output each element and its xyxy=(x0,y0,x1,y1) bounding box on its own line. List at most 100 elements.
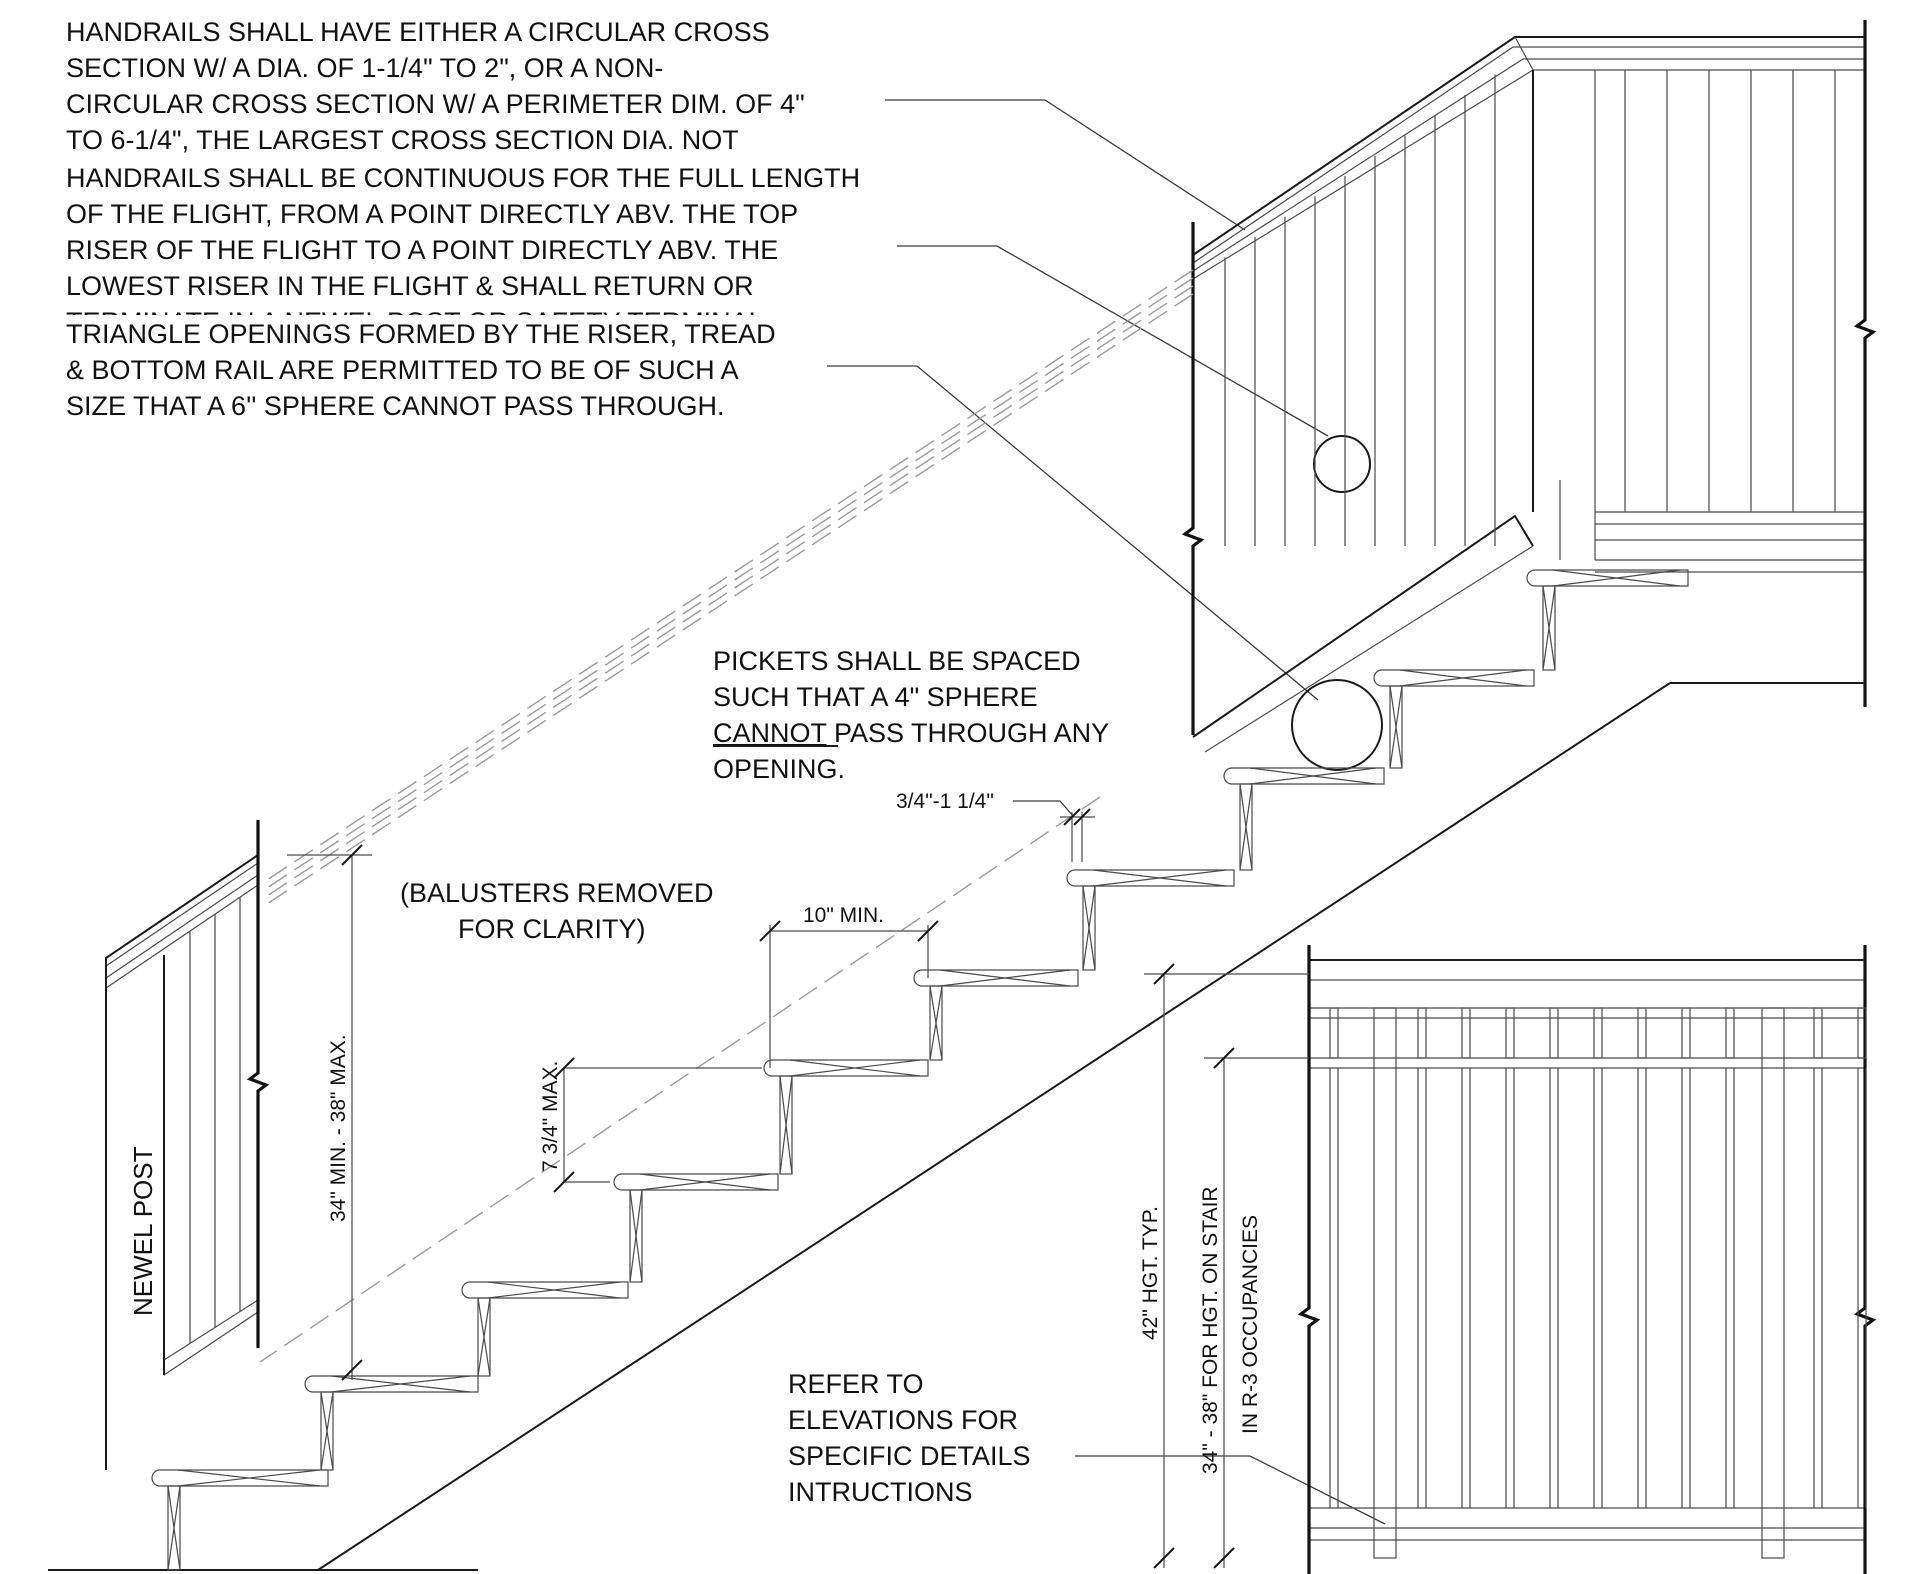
stair-riser xyxy=(929,985,943,1061)
note-line: CANNOT PASS THROUGH ANY xyxy=(713,718,1109,748)
guard-elevation xyxy=(1297,945,1877,1574)
break-line-right xyxy=(1853,20,1877,707)
lower-guard-rail xyxy=(105,820,270,1470)
note-line: SIZE THAT A 6'' SPHERE CANNOT PASS THROU… xyxy=(66,391,724,421)
leader-nosing xyxy=(1013,800,1075,818)
bottom-rail-line xyxy=(1204,545,1534,753)
stair-riser xyxy=(1389,685,1403,769)
stair-tread xyxy=(1373,669,1535,687)
top-rail-miter xyxy=(1514,36,1534,71)
label-newel-post: NEWEL POST xyxy=(128,1146,158,1316)
stair-tread xyxy=(304,1375,479,1393)
dim-tread-depth: 10" MIN. xyxy=(759,904,939,1068)
elev-top-picket xyxy=(1329,1007,1339,1059)
elev-top-picket xyxy=(1505,1007,1515,1059)
sphere-6in-circle xyxy=(1291,679,1383,771)
note-line: PICKETS SHALL BE SPACED xyxy=(713,646,1081,676)
elev-top-picket xyxy=(1813,1007,1823,1059)
note-line: OPENING. xyxy=(713,754,845,784)
bottom-rail-upper xyxy=(1192,514,1534,738)
leader-refer-to xyxy=(1075,1455,1386,1525)
lower-bottom-rail xyxy=(163,1311,259,1376)
note-line: INTRUCTIONS xyxy=(788,1477,973,1507)
elev-top-picket xyxy=(1857,1007,1867,1059)
top-rail-line xyxy=(1192,46,1865,264)
note-line: TERMINATE IN A NEWEL POST OR SAFETY TERM… xyxy=(66,307,764,337)
dim-tick xyxy=(1153,1547,1175,1569)
elev-top-picket xyxy=(1593,1007,1603,1059)
stair-tread xyxy=(461,1281,629,1299)
dim-tick xyxy=(1073,808,1091,826)
dim-nosing: 3/4"-1 1/4" xyxy=(896,790,1095,862)
stringer-line xyxy=(317,682,1671,1571)
elev-top-picket xyxy=(1725,1007,1735,1059)
tread-hatch xyxy=(639,1173,771,1191)
dim-label-tread-depth: 10" MIN. xyxy=(803,904,884,927)
dashed-handrail-projection xyxy=(259,269,1194,1363)
elev-top-picket xyxy=(1417,1007,1427,1059)
note-underlined-word: CANNOT xyxy=(713,718,827,748)
riser-hatch xyxy=(477,1297,491,1377)
note-line: (BALUSTERS REMOVED xyxy=(400,878,714,908)
riser-hatch xyxy=(1239,783,1253,871)
riser-hatch xyxy=(629,1189,643,1283)
note-line: SUCH THAT A 4" SPHERE xyxy=(713,682,1038,712)
stair-tread xyxy=(763,1059,929,1077)
note-line: & BOTTOM RAIL ARE PERMITTED TO BE OF SUC… xyxy=(66,355,739,385)
tread-hatch xyxy=(177,1469,321,1487)
lower-top-rail-line xyxy=(105,862,259,967)
dim-tick xyxy=(1213,1047,1235,1069)
note-line: REFER TO xyxy=(788,1369,924,1399)
leader-handrail-continuous xyxy=(897,245,1329,437)
dim-label-stair-guard-height: 34" - 38" FOR HGT. ON STAIR xyxy=(1199,1186,1222,1474)
note-line: SECTION W/ A DIA. OF 1-1/4" TO 2", OR A … xyxy=(66,53,663,83)
dashed-bottom-rail xyxy=(259,796,1101,1363)
elev-post xyxy=(1761,1007,1785,1559)
elev-top-picket xyxy=(1549,1007,1559,1059)
note-line: FOR CLARITY) xyxy=(458,914,646,944)
tread-hatch xyxy=(789,1059,921,1077)
elev-post xyxy=(1373,1007,1397,1559)
note-handrail-continuous: HANDRAILS SHALL BE CONTINUOUS FOR THE FU… xyxy=(66,163,860,337)
note-balusters-removed: (BALUSTERS REMOVED FOR CLARITY) xyxy=(400,878,714,944)
dim-stair-guard-height: 34" - 38" FOR HGT. ON STAIR IN R-3 OCCUP… xyxy=(1199,1047,1309,1569)
break-line-left xyxy=(1181,222,1205,735)
tread-hatch xyxy=(1249,767,1377,785)
dim-label-nosing: 3/4"-1 1/4" xyxy=(896,790,994,813)
elev-break-line-left xyxy=(1297,945,1321,1574)
tread-hatch xyxy=(487,1281,621,1299)
dim-label-guard-height: 42" HGT. TYP. xyxy=(1139,1206,1162,1340)
dim-tick xyxy=(341,844,363,866)
dim-tick xyxy=(917,920,939,942)
sphere-4in-circle xyxy=(1313,435,1371,493)
lower-top-rail-line xyxy=(105,884,259,989)
note-line: RISER OF THE FLIGHT TO A POINT DIRECTLY … xyxy=(66,235,778,265)
dashed-rail-line xyxy=(266,293,1194,905)
dim-label-handrail-height: 34" MIN. - 38" MAX. xyxy=(327,1034,350,1222)
note-line: OF THE FLIGHT, FROM A POINT DIRECTLY ABV… xyxy=(66,199,798,229)
elev-top-picket xyxy=(1637,1007,1647,1059)
lower-pickets-group xyxy=(189,897,241,1344)
tread-hatch xyxy=(330,1375,471,1393)
elev-break-line-right xyxy=(1853,945,1877,1574)
note-line: CIRCULAR CROSS SECTION W/ A PERIMETER DI… xyxy=(66,89,805,119)
dim-tick xyxy=(759,920,781,942)
stair-riser xyxy=(629,1189,643,1283)
note-line: HANDRAILS SHALL HAVE EITHER A CIRCULAR C… xyxy=(66,17,770,47)
stair-tread xyxy=(1526,569,1689,587)
note-line: HANDRAILS SHALL BE CONTINUOUS FOR THE FU… xyxy=(66,163,860,193)
stair-tread xyxy=(1066,869,1235,887)
note-line: TO 6-1/4", THE LARGEST CROSS SECTION DIA… xyxy=(66,125,739,155)
elev-top-picket xyxy=(1681,1007,1691,1059)
tread-hatch xyxy=(1399,669,1527,687)
elevation-pickets-group xyxy=(1329,1007,1867,1508)
tread-hatch xyxy=(1552,569,1681,587)
riser-hatch xyxy=(1082,885,1096,971)
lower-top-rail-line xyxy=(105,874,259,979)
dim-tick xyxy=(1153,963,1175,985)
dim-riser-height: 7 3/4" MAX. xyxy=(539,1057,762,1193)
note-triangle-openings: TRIANGLE OPENINGS FORMED BY THE RISER, T… xyxy=(66,319,776,421)
stair-riser xyxy=(1542,585,1556,671)
dim-tick xyxy=(341,1359,363,1381)
stair-tread xyxy=(913,969,1079,987)
